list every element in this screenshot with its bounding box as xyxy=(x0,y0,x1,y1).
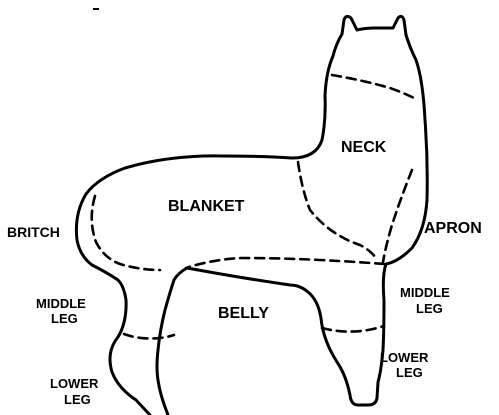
middle-leg-back-label-line2: LEG xyxy=(51,311,78,326)
back-lower-leg-boundary xyxy=(124,334,174,339)
britch-label: BRITCH xyxy=(7,224,60,240)
speck-mark xyxy=(93,8,99,10)
middle-leg-front-label-line1: MIDDLE xyxy=(400,285,450,300)
middle-leg-front-label-line2: LEG xyxy=(416,301,443,316)
belly-boundary xyxy=(186,258,384,268)
neck-blanket-boundary xyxy=(298,162,376,258)
neck-top-boundary xyxy=(332,75,414,98)
apron-label: APRON xyxy=(424,220,482,237)
neck-label: NECK xyxy=(341,139,387,156)
front-lower-leg-boundary xyxy=(322,326,384,332)
lower-leg-back-label-line2: LEG xyxy=(64,392,91,407)
belly-label: BELLY xyxy=(218,305,269,322)
britch-boundary xyxy=(92,196,160,270)
alpaca-outline xyxy=(76,16,427,415)
blanket-label: BLANKET xyxy=(168,198,245,215)
lower-leg-front-label-line2: LEG xyxy=(396,365,423,380)
lower-leg-front-label-line1: LOWER xyxy=(380,350,429,365)
middle-leg-back-label-line1: MIDDLE xyxy=(36,296,86,311)
lower-leg-back-label-line1: LOWER xyxy=(50,376,99,391)
apron-boundary xyxy=(383,170,412,262)
